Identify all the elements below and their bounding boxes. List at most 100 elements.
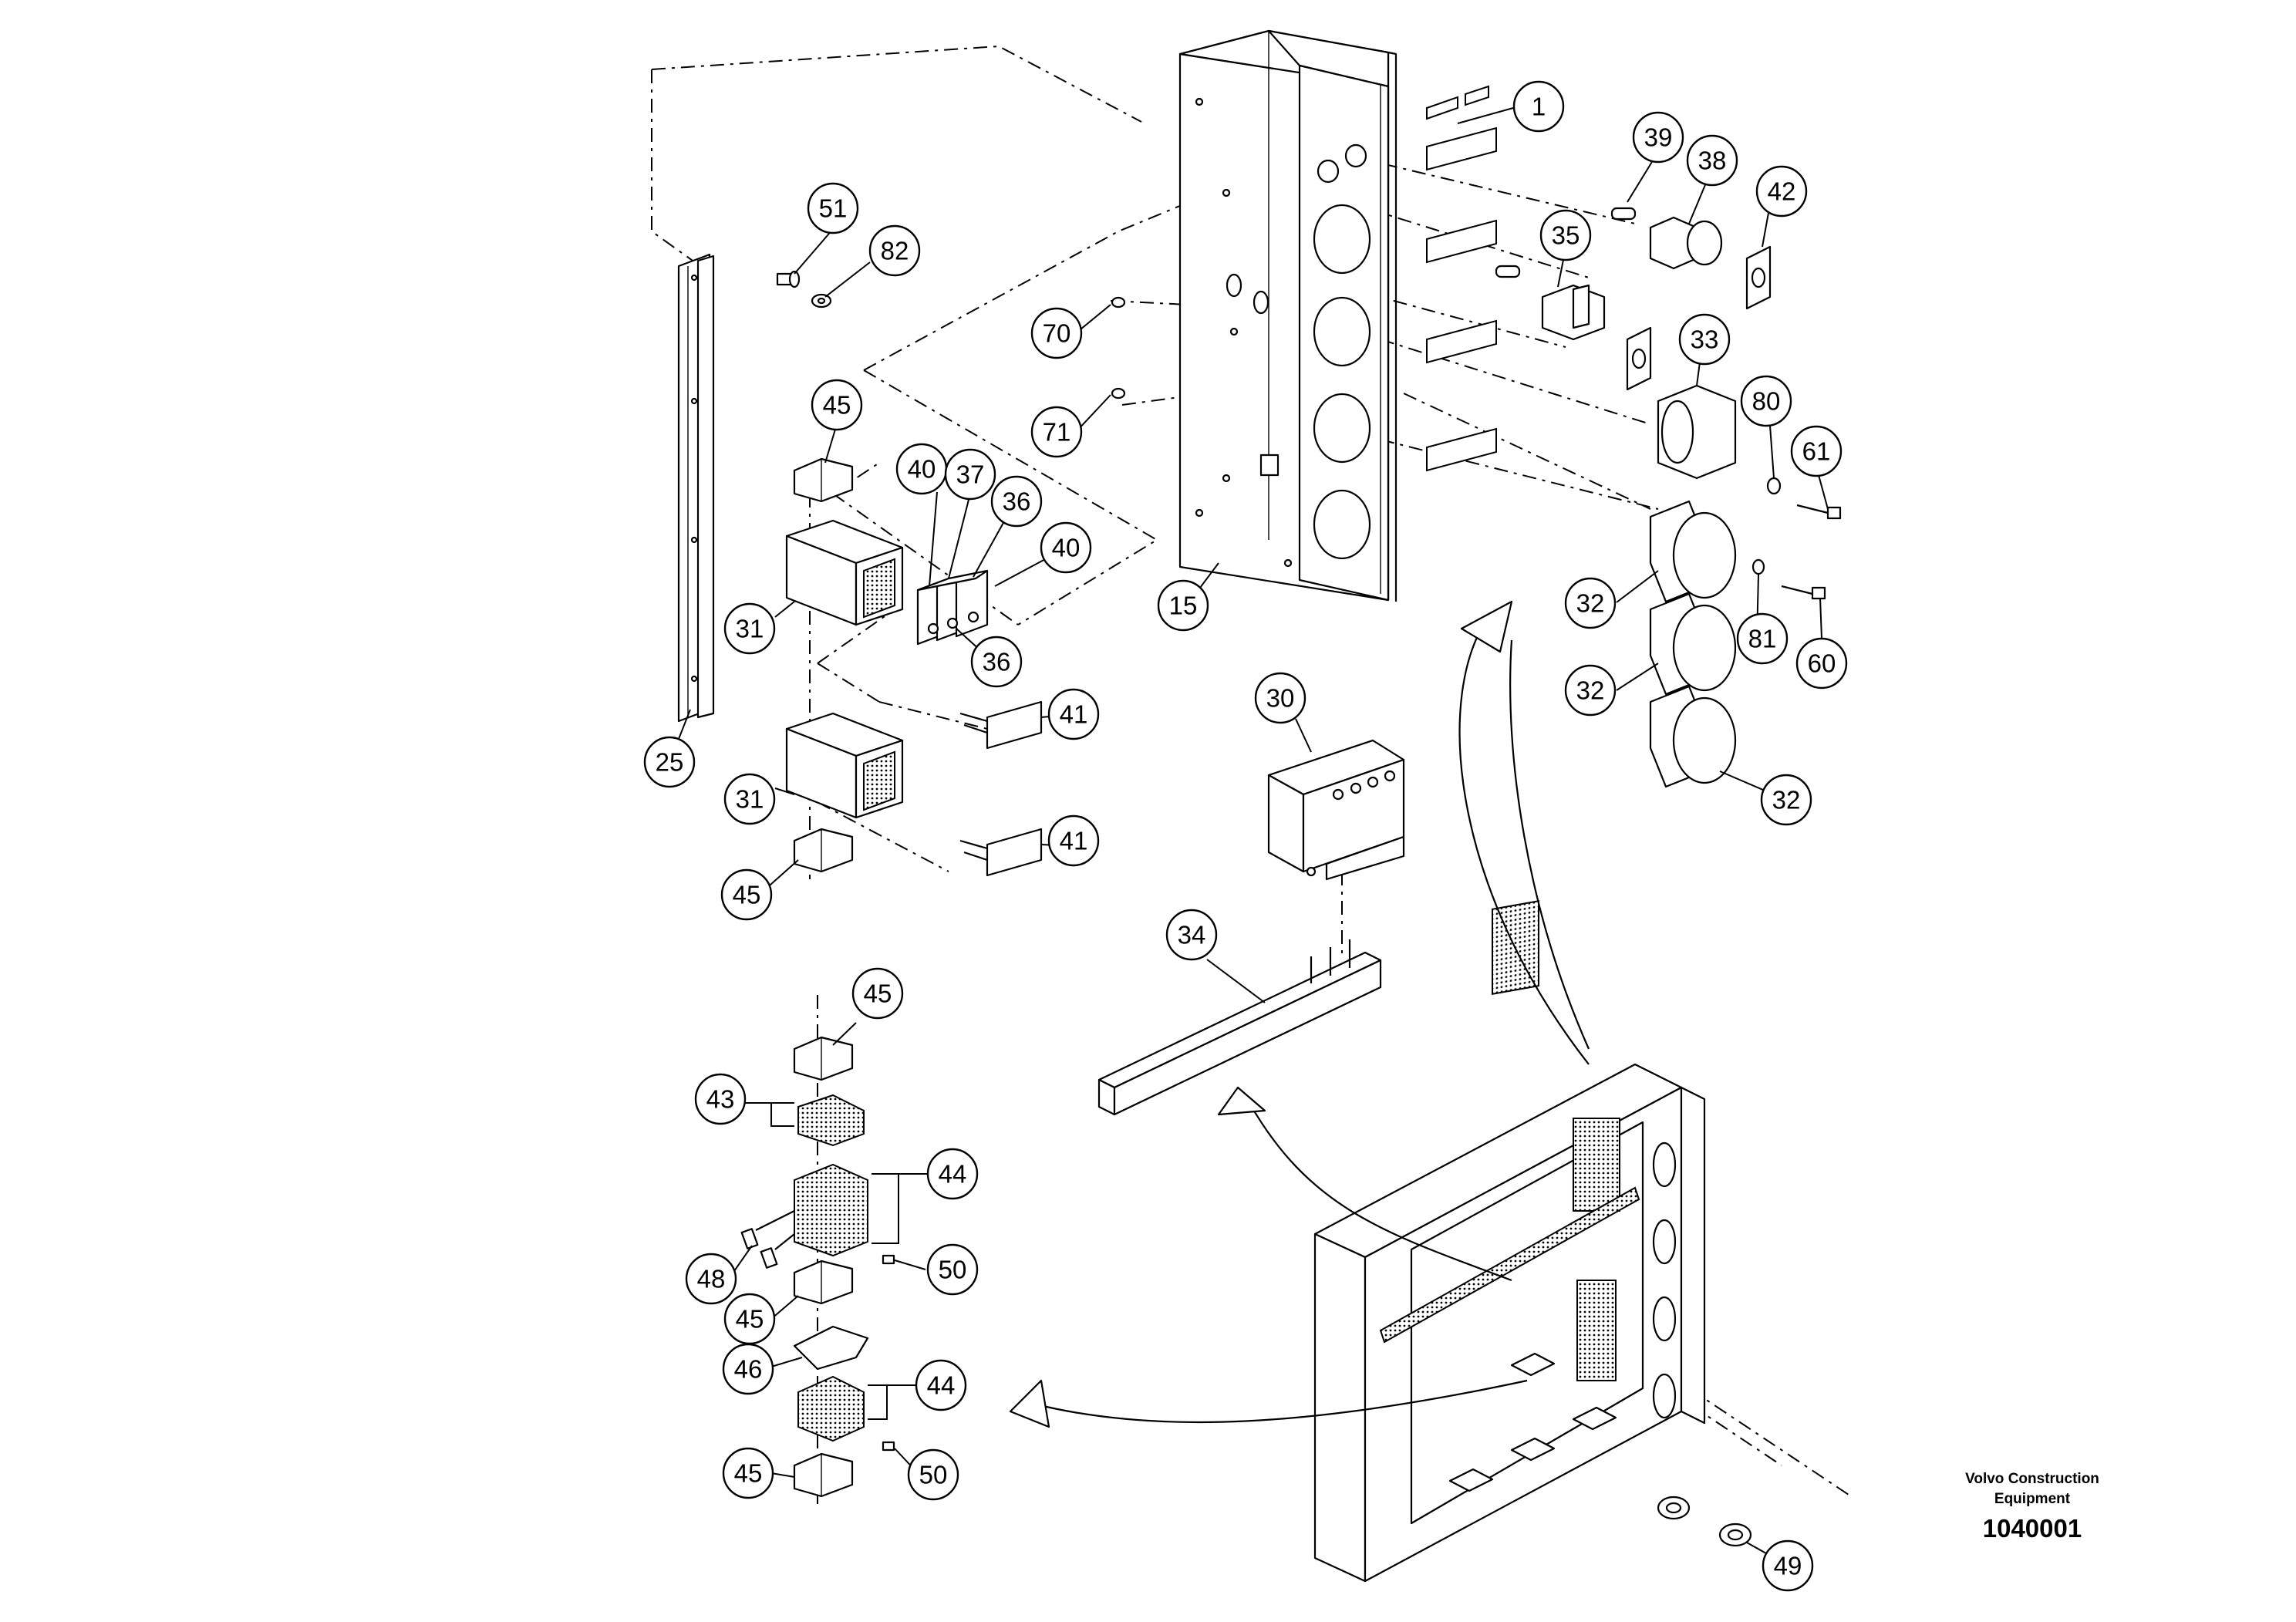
marker-50-a: [882, 1254, 895, 1265]
assembled-cabinet: [1313, 900, 1706, 1583]
terminal-stack-44-upper: [794, 1163, 868, 1257]
brand-line-2: Equipment: [1994, 1491, 2071, 1507]
callout-45-c: 45: [851, 967, 904, 1020]
callout-70: 70: [1030, 307, 1083, 359]
svg-text:45: 45: [736, 1305, 764, 1334]
svg-text:41: 41: [1060, 700, 1088, 729]
svg-text:25: 25: [656, 748, 684, 777]
nut-70: [1111, 296, 1126, 309]
callout-33: 33: [1678, 313, 1731, 366]
callout-50-b: 50: [907, 1448, 959, 1501]
svg-text:60: 60: [1808, 649, 1836, 678]
svg-text:45: 45: [864, 980, 892, 1008]
svg-text:37: 37: [956, 460, 985, 489]
end-clamp-45-a: [793, 457, 854, 503]
washer-81: [1752, 558, 1765, 575]
brand-name: Volvo Construction Equipment: [1936, 1469, 2129, 1509]
relay-31-upper: [785, 519, 904, 626]
svg-text:35: 35: [1552, 221, 1580, 250]
callout-45-d: 45: [723, 1293, 776, 1345]
svg-text:45: 45: [733, 881, 761, 909]
callout-41-a: 41: [1047, 688, 1100, 740]
svg-text:39: 39: [1644, 123, 1673, 152]
nut-71: [1111, 387, 1126, 400]
label-strips: [1426, 85, 1497, 472]
callout-31-a: 31: [723, 602, 776, 655]
callout-15: 15: [1157, 579, 1209, 632]
document-number: 1040001: [1982, 1514, 2082, 1543]
svg-text:51: 51: [819, 194, 848, 223]
busbar-34: [1097, 939, 1382, 1116]
svg-text:32: 32: [1576, 589, 1605, 618]
callout-44-b: 44: [915, 1359, 967, 1411]
callout-38: 38: [1686, 134, 1738, 187]
end-clamp-45-e: [793, 1452, 854, 1498]
fuse-39: [1610, 207, 1637, 221]
svg-text:42: 42: [1768, 177, 1796, 206]
svg-text:50: 50: [919, 1461, 948, 1489]
callout-60: 60: [1795, 637, 1848, 690]
washer-82: [811, 293, 832, 309]
callout-36-b: 36: [970, 636, 1023, 688]
callout-41-b: 41: [1047, 814, 1100, 867]
svg-text:44: 44: [927, 1371, 956, 1400]
marker-50-b: [882, 1441, 895, 1452]
svg-text:46: 46: [734, 1355, 763, 1384]
wire-jumpers-48: [740, 1210, 795, 1269]
svg-text:32: 32: [1576, 676, 1605, 705]
svg-text:33: 33: [1691, 325, 1719, 354]
callout-34: 34: [1165, 909, 1218, 961]
callout-39: 39: [1632, 111, 1684, 164]
screw-51: [776, 270, 801, 288]
bolt-61: [1796, 504, 1842, 520]
svg-text:43: 43: [706, 1085, 735, 1114]
relay-31-lower: [785, 712, 904, 819]
svg-text:71: 71: [1043, 418, 1071, 447]
assembly-arrows: [1009, 600, 1590, 1428]
svg-text:40: 40: [908, 455, 936, 484]
plug-module-41-b: [959, 828, 1043, 877]
terminal-stack-44-lower: [797, 1375, 865, 1442]
callout-25: 25: [643, 736, 696, 788]
mounting-rail-25: [677, 253, 715, 723]
svg-text:45: 45: [823, 391, 851, 420]
svg-text:61: 61: [1802, 437, 1831, 466]
svg-text:48: 48: [697, 1265, 726, 1293]
callout-1: 1: [1512, 80, 1565, 133]
grommet-49-a: [1657, 1496, 1691, 1520]
callout-31-b: 31: [723, 773, 776, 825]
bolt-60: [1781, 585, 1826, 600]
callout-50-a: 50: [926, 1243, 979, 1296]
callout-46: 46: [722, 1343, 774, 1395]
callout-81: 81: [1736, 612, 1789, 665]
callout-82: 82: [868, 224, 921, 277]
callout-30: 30: [1254, 672, 1306, 724]
callout-61: 61: [1790, 425, 1843, 477]
brand-line-1: Volvo Construction: [1965, 1471, 2099, 1487]
svg-text:36: 36: [1003, 487, 1031, 516]
washer-80: [1766, 477, 1782, 495]
callout-32-b: 32: [1564, 664, 1617, 717]
circuit-breaker-30: [1267, 739, 1405, 881]
svg-text:80: 80: [1752, 387, 1781, 416]
socket-32-c: [1649, 685, 1737, 788]
svg-text:36: 36: [983, 648, 1011, 676]
main-switch-33: [1657, 384, 1737, 480]
svg-text:1: 1: [1532, 93, 1546, 121]
svg-text:34: 34: [1178, 921, 1206, 949]
selector-switch-35: [1495, 265, 1606, 341]
svg-text:81: 81: [1748, 625, 1777, 653]
callout-37: 37: [944, 448, 996, 501]
callout-43: 43: [694, 1073, 747, 1125]
label-plate-35: [1626, 326, 1652, 391]
svg-text:15: 15: [1169, 592, 1198, 620]
svg-text:82: 82: [881, 237, 909, 265]
callout-45-b: 45: [720, 868, 773, 921]
callout-44-a: 44: [926, 1148, 979, 1200]
end-clamp-45-d: [793, 1259, 854, 1305]
callouts: 1 39 38 42 35 33 80 61 51 82 70 71 45 40…: [643, 80, 1848, 1592]
svg-text:50: 50: [939, 1256, 967, 1284]
enclosure-column-15: [1178, 29, 1397, 602]
callout-40-b: 40: [1040, 521, 1092, 574]
